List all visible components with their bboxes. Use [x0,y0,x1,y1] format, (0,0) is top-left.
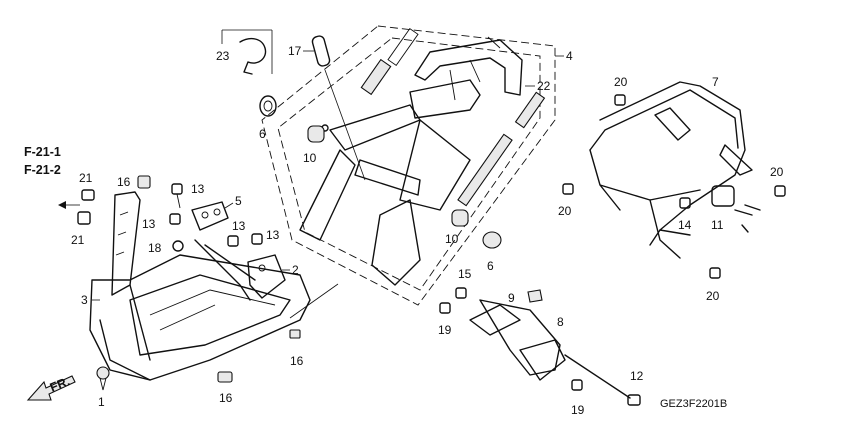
callout-19-b: 19 [571,403,585,417]
callout-19-a: 19 [438,323,452,337]
callout-20-c: 20 [770,165,784,179]
callout-labels: 23 17 4 22 6 10 10 6 20 7 20 20 14 11 20… [24,44,784,417]
part-7-rear-carrier [589,81,753,259]
part-19-bolt-a [439,302,451,314]
callout-7: 7 [712,75,719,89]
callout-9: 9 [508,291,515,305]
callout-22: 22 [537,79,551,93]
ref-f21-2: F-21-2 [24,163,61,177]
callout-4: 4 [566,49,573,63]
diagram-code: GEZ3F2201B [660,398,727,410]
part-13-bolt-c [227,235,239,247]
part-5-bracket [191,201,229,231]
forward-arrow-icon [26,375,76,401]
part-23-clip [221,29,273,75]
callout-13-a: 13 [191,182,205,196]
part-21-bolt-upper [81,189,95,201]
callout-16-bottom: 16 [219,391,233,405]
callout-12: 12 [630,369,644,383]
part-12-bolt [564,354,641,406]
part-10-bushing-top [307,125,325,143]
callout-13-d: 13 [266,228,280,242]
part-13-bolt-a [171,183,183,209]
part-13-bolt-b [169,213,181,225]
part-17-strap [311,35,366,181]
callout-20-d: 20 [706,289,720,303]
part-1-clip [96,366,110,391]
callout-14: 14 [678,218,692,232]
callout-8: 8 [557,315,564,329]
callout-15: 15 [458,267,472,281]
part-16-nut-top [137,175,151,189]
part-15-nut [455,287,467,299]
seat-frame [299,27,546,286]
callout-21-a: 21 [79,171,93,185]
callout-1: 1 [98,395,105,409]
part-16-nut-bottom [217,371,233,383]
callout-6-bottom: 6 [487,259,494,273]
part-11-lock [711,185,761,233]
callout-3: 3 [81,293,88,307]
part-20-bolt-c [774,185,786,197]
part-8-bracket [469,299,566,381]
callout-11: 11 [711,218,724,232]
callout-6-top: 6 [259,127,266,141]
part-6-grommet-bottom [482,231,502,249]
callout-23: 23 [216,49,230,63]
part-20-bolt-d [709,267,721,279]
callout-16-middle: 16 [290,354,304,368]
part-20-bolt-a [614,94,626,106]
callout-10-bottom: 10 [445,232,459,246]
part-6-grommet-top [259,95,277,117]
frame-assembly-outline [261,25,556,306]
callout-20-a: 20 [614,75,628,89]
ref-f21-1: F-21-1 [24,145,61,159]
callout-10-top: 10 [303,151,317,165]
part-21-bolt-lower [77,211,91,225]
part-10-bushing-bottom [451,209,469,227]
callout-21-b: 21 [71,233,85,247]
part-19-bolt-b [571,379,583,391]
part-16-nut-middle [289,329,301,339]
callout-2: 2 [292,263,299,277]
callout-16-top: 16 [117,175,131,189]
part-13-bolt-d [251,233,263,245]
callout-13-c: 13 [232,219,246,233]
callout-17: 17 [288,44,302,58]
callout-18: 18 [148,241,162,255]
part-3-body-frame [89,191,339,381]
callout-20-b: 20 [558,204,572,218]
part-14-bolt [679,197,691,209]
forward-label: FR. [48,374,72,395]
callout-13-b: 13 [142,217,156,231]
part-18-washer [172,240,184,252]
part-2-bracket [247,254,286,299]
part-20-bolt-b [562,183,574,195]
callout-5: 5 [235,194,242,208]
part-9-clip [527,289,543,303]
